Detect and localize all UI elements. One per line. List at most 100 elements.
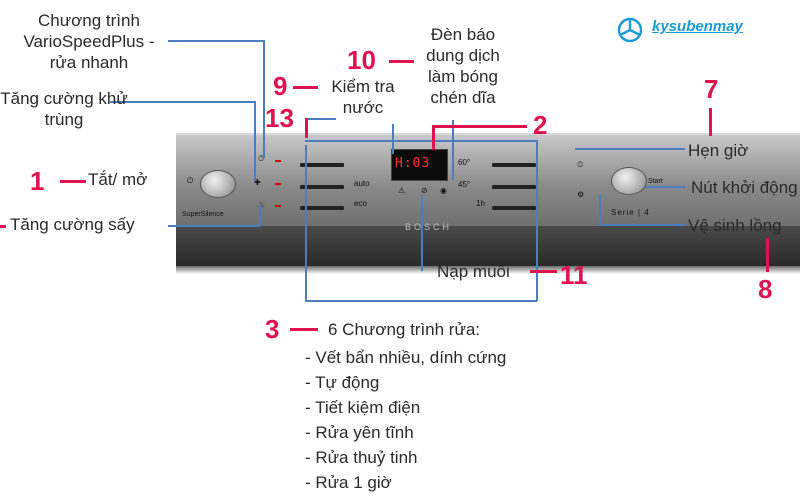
program-slot[interactable] xyxy=(300,185,344,189)
machine-care-icon: ⚙ xyxy=(577,190,585,199)
guide-line xyxy=(259,205,261,226)
label-line: nước xyxy=(342,98,384,117)
program-item: - Vết bẩn nhiều, dính cứng xyxy=(305,348,507,367)
pointer-line xyxy=(766,238,769,272)
vario-led xyxy=(275,160,281,162)
pointer-line xyxy=(305,118,308,138)
temp-60-label: 60° xyxy=(458,158,471,167)
fan-icon xyxy=(617,17,643,43)
power-button[interactable] xyxy=(200,170,236,198)
rinse-aid-icon: ⚠ xyxy=(398,186,406,195)
hygiene-led xyxy=(275,183,281,185)
guide-line xyxy=(263,40,265,158)
start-button[interactable] xyxy=(611,167,647,195)
program-item: - Rửa yên tĩnh xyxy=(305,423,414,442)
guide-line xyxy=(392,124,394,154)
callout-number-11: 11 xyxy=(560,260,588,290)
program-slot[interactable] xyxy=(300,163,344,167)
program-slot[interactable] xyxy=(492,185,536,189)
door-front xyxy=(176,226,800,266)
pointer-line xyxy=(290,328,318,331)
water-icon: ◉ xyxy=(440,186,447,195)
one-hour-label: 1h xyxy=(476,199,485,208)
supersilence-label: SuperSilence xyxy=(182,211,224,218)
panel-shadow xyxy=(176,266,800,274)
label-line: Kiểm tra xyxy=(331,77,395,96)
callout-number-3: 3 xyxy=(265,314,280,344)
label-start: Nút khởi động xyxy=(691,178,798,197)
program-slot[interactable] xyxy=(492,163,536,167)
callout-number-8: 8 xyxy=(758,274,773,304)
label-rinse-aid: Đèn báo dung dịch làm bóng chén dĩa xyxy=(410,24,516,108)
digital-display xyxy=(391,149,448,181)
guide-line xyxy=(305,300,537,302)
guide-line xyxy=(305,145,307,300)
vario-icon: ⏱ xyxy=(258,154,265,163)
callout-number-2: 2 xyxy=(533,110,548,140)
start-label: Start xyxy=(648,178,663,185)
label-line: Tăng cường khử xyxy=(0,89,128,108)
control-panel xyxy=(176,133,800,228)
callout-number-1: 1 xyxy=(30,166,45,196)
guide-line xyxy=(599,194,601,225)
callout-number-10: 10 xyxy=(347,45,376,75)
eco-program-label: eco xyxy=(354,199,367,208)
guide-line xyxy=(600,224,685,226)
label-line: VarioSpeedPlus - xyxy=(23,32,155,51)
guide-line xyxy=(168,40,264,42)
timer-icon: ⏲ xyxy=(577,160,584,169)
display-readout: H:03 xyxy=(395,156,431,171)
pointer-line xyxy=(530,270,557,273)
pointer-line xyxy=(0,225,6,228)
callout-number-13: 13 xyxy=(265,103,294,133)
pointer-line xyxy=(389,60,414,63)
label-line: dung dịch xyxy=(426,46,500,65)
temp-45-label: 45° xyxy=(458,180,471,189)
label-salt: Nạp muối xyxy=(437,262,510,281)
program-item: - Tiết kiệm điện xyxy=(305,398,421,417)
pointer-line xyxy=(709,108,712,136)
power-icon: ⏻ xyxy=(187,176,194,185)
callout-number-7: 7 xyxy=(704,74,719,104)
label-line: rửa nhanh xyxy=(49,53,129,72)
program-slot[interactable] xyxy=(492,206,536,210)
label-line: Chương trình xyxy=(38,11,140,30)
label-vario-speed: Chương trình VarioSpeedPlus - rửa nhanh xyxy=(14,10,164,73)
label-power: Tắt/ mở xyxy=(88,170,148,189)
guide-line xyxy=(254,101,256,181)
program-slot[interactable] xyxy=(300,206,344,210)
callout-number-9: 9 xyxy=(273,71,288,101)
programs-list: - Vết bẩn nhiều, dính cứng - Tự động - T… xyxy=(305,345,506,495)
salt-icon: ⊘ xyxy=(421,186,428,195)
pointer-line xyxy=(60,180,86,183)
programs-title: 6 Chương trình rửa: xyxy=(328,320,481,339)
guide-line xyxy=(110,101,255,103)
guide-line xyxy=(305,140,537,142)
dry-icon: ♨ xyxy=(258,200,266,209)
site-logo-text: kysubenmay xyxy=(652,18,743,35)
guide-line xyxy=(575,148,685,150)
label-water-check: Kiểm tra nước xyxy=(322,76,404,118)
guide-line xyxy=(421,196,423,271)
program-item: - Rửa 1 giờ xyxy=(305,473,392,492)
brand-logo: BOSCH xyxy=(405,222,453,232)
label-line: làm bóng xyxy=(428,67,498,86)
label-line: chén dĩa xyxy=(430,88,496,107)
dry-led xyxy=(275,205,281,207)
pointer-line xyxy=(432,125,527,128)
guide-line xyxy=(536,140,538,301)
series-label: Serie | 4 xyxy=(611,208,650,217)
label-timer: Hẹn giờ xyxy=(688,141,749,160)
program-item: - Rửa thuỷ tinh xyxy=(305,448,418,467)
guide-line xyxy=(308,118,336,120)
guide-line xyxy=(645,186,685,188)
label-line: Đèn báo xyxy=(430,25,496,44)
pointer-line xyxy=(432,125,435,150)
hygiene-icon: ✚ xyxy=(254,178,261,187)
label-hygiene-plus: Tăng cường khử trùng xyxy=(0,88,128,130)
label-line: trùng xyxy=(44,110,84,129)
guide-line xyxy=(168,225,260,227)
label-machine-care: Vệ sinh lồng xyxy=(688,216,782,235)
guide-line xyxy=(452,120,454,180)
pointer-line xyxy=(293,86,318,89)
